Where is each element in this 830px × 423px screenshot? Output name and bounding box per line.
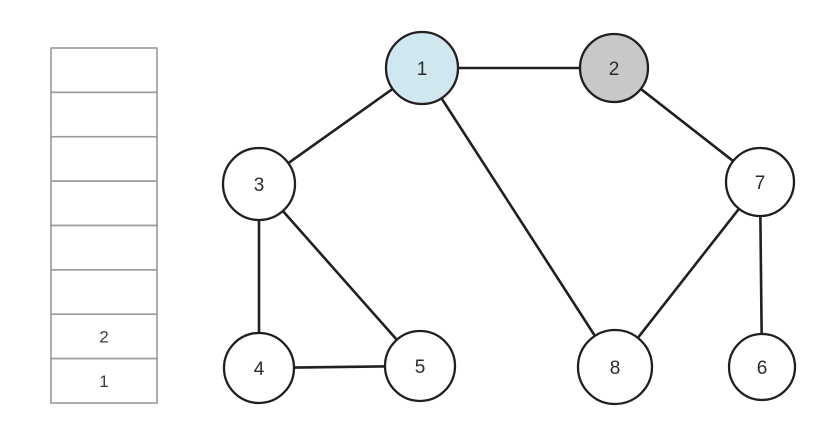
stack-cell[interactable] bbox=[50, 135, 158, 182]
graph-edge bbox=[280, 208, 399, 342]
graph-edges bbox=[257, 66, 763, 369]
graph-edge bbox=[635, 206, 741, 340]
graph-node-3[interactable] bbox=[221, 146, 297, 222]
graph-node-label: 8 bbox=[610, 358, 621, 379]
graph-node-8[interactable] bbox=[576, 328, 654, 406]
stack-cell-value: 2 bbox=[99, 327, 108, 346]
graph-node-1[interactable] bbox=[384, 30, 460, 106]
graph-node-label: 2 bbox=[609, 59, 620, 80]
graph-node-label: 5 bbox=[415, 357, 426, 378]
graph-node-label: 7 bbox=[755, 173, 766, 194]
stack-cell[interactable] bbox=[50, 313, 158, 360]
graph-node-label: 1 bbox=[417, 59, 428, 80]
stack-cell[interactable] bbox=[50, 224, 158, 271]
stack-cell[interactable] bbox=[50, 180, 158, 227]
stack-cell[interactable] bbox=[50, 91, 158, 138]
graph-node-label: 3 bbox=[254, 175, 265, 196]
graph-edge bbox=[286, 86, 395, 166]
graph-node-6[interactable] bbox=[727, 332, 797, 402]
graph-node-label: 4 bbox=[254, 359, 265, 380]
graph-node-4[interactable] bbox=[222, 331, 296, 405]
graph-edge bbox=[291, 365, 388, 369]
graph-nodes: 1 2 3 7 4 5 8 6 bbox=[221, 30, 797, 406]
graph-edge bbox=[439, 96, 597, 339]
graph-edge bbox=[638, 87, 736, 163]
stack-cell[interactable] bbox=[50, 269, 158, 316]
stack-cell-value: 1 bbox=[99, 372, 108, 391]
graph-node-7[interactable] bbox=[724, 146, 796, 218]
graph-node-5[interactable] bbox=[383, 329, 457, 403]
graph-node-2[interactable] bbox=[578, 32, 650, 104]
stack-container: 21 bbox=[50, 47, 158, 404]
stack-cell[interactable] bbox=[50, 357, 158, 404]
graph-edge bbox=[759, 213, 763, 337]
stack-cell[interactable] bbox=[50, 47, 158, 94]
graph-node-label: 6 bbox=[757, 358, 768, 379]
